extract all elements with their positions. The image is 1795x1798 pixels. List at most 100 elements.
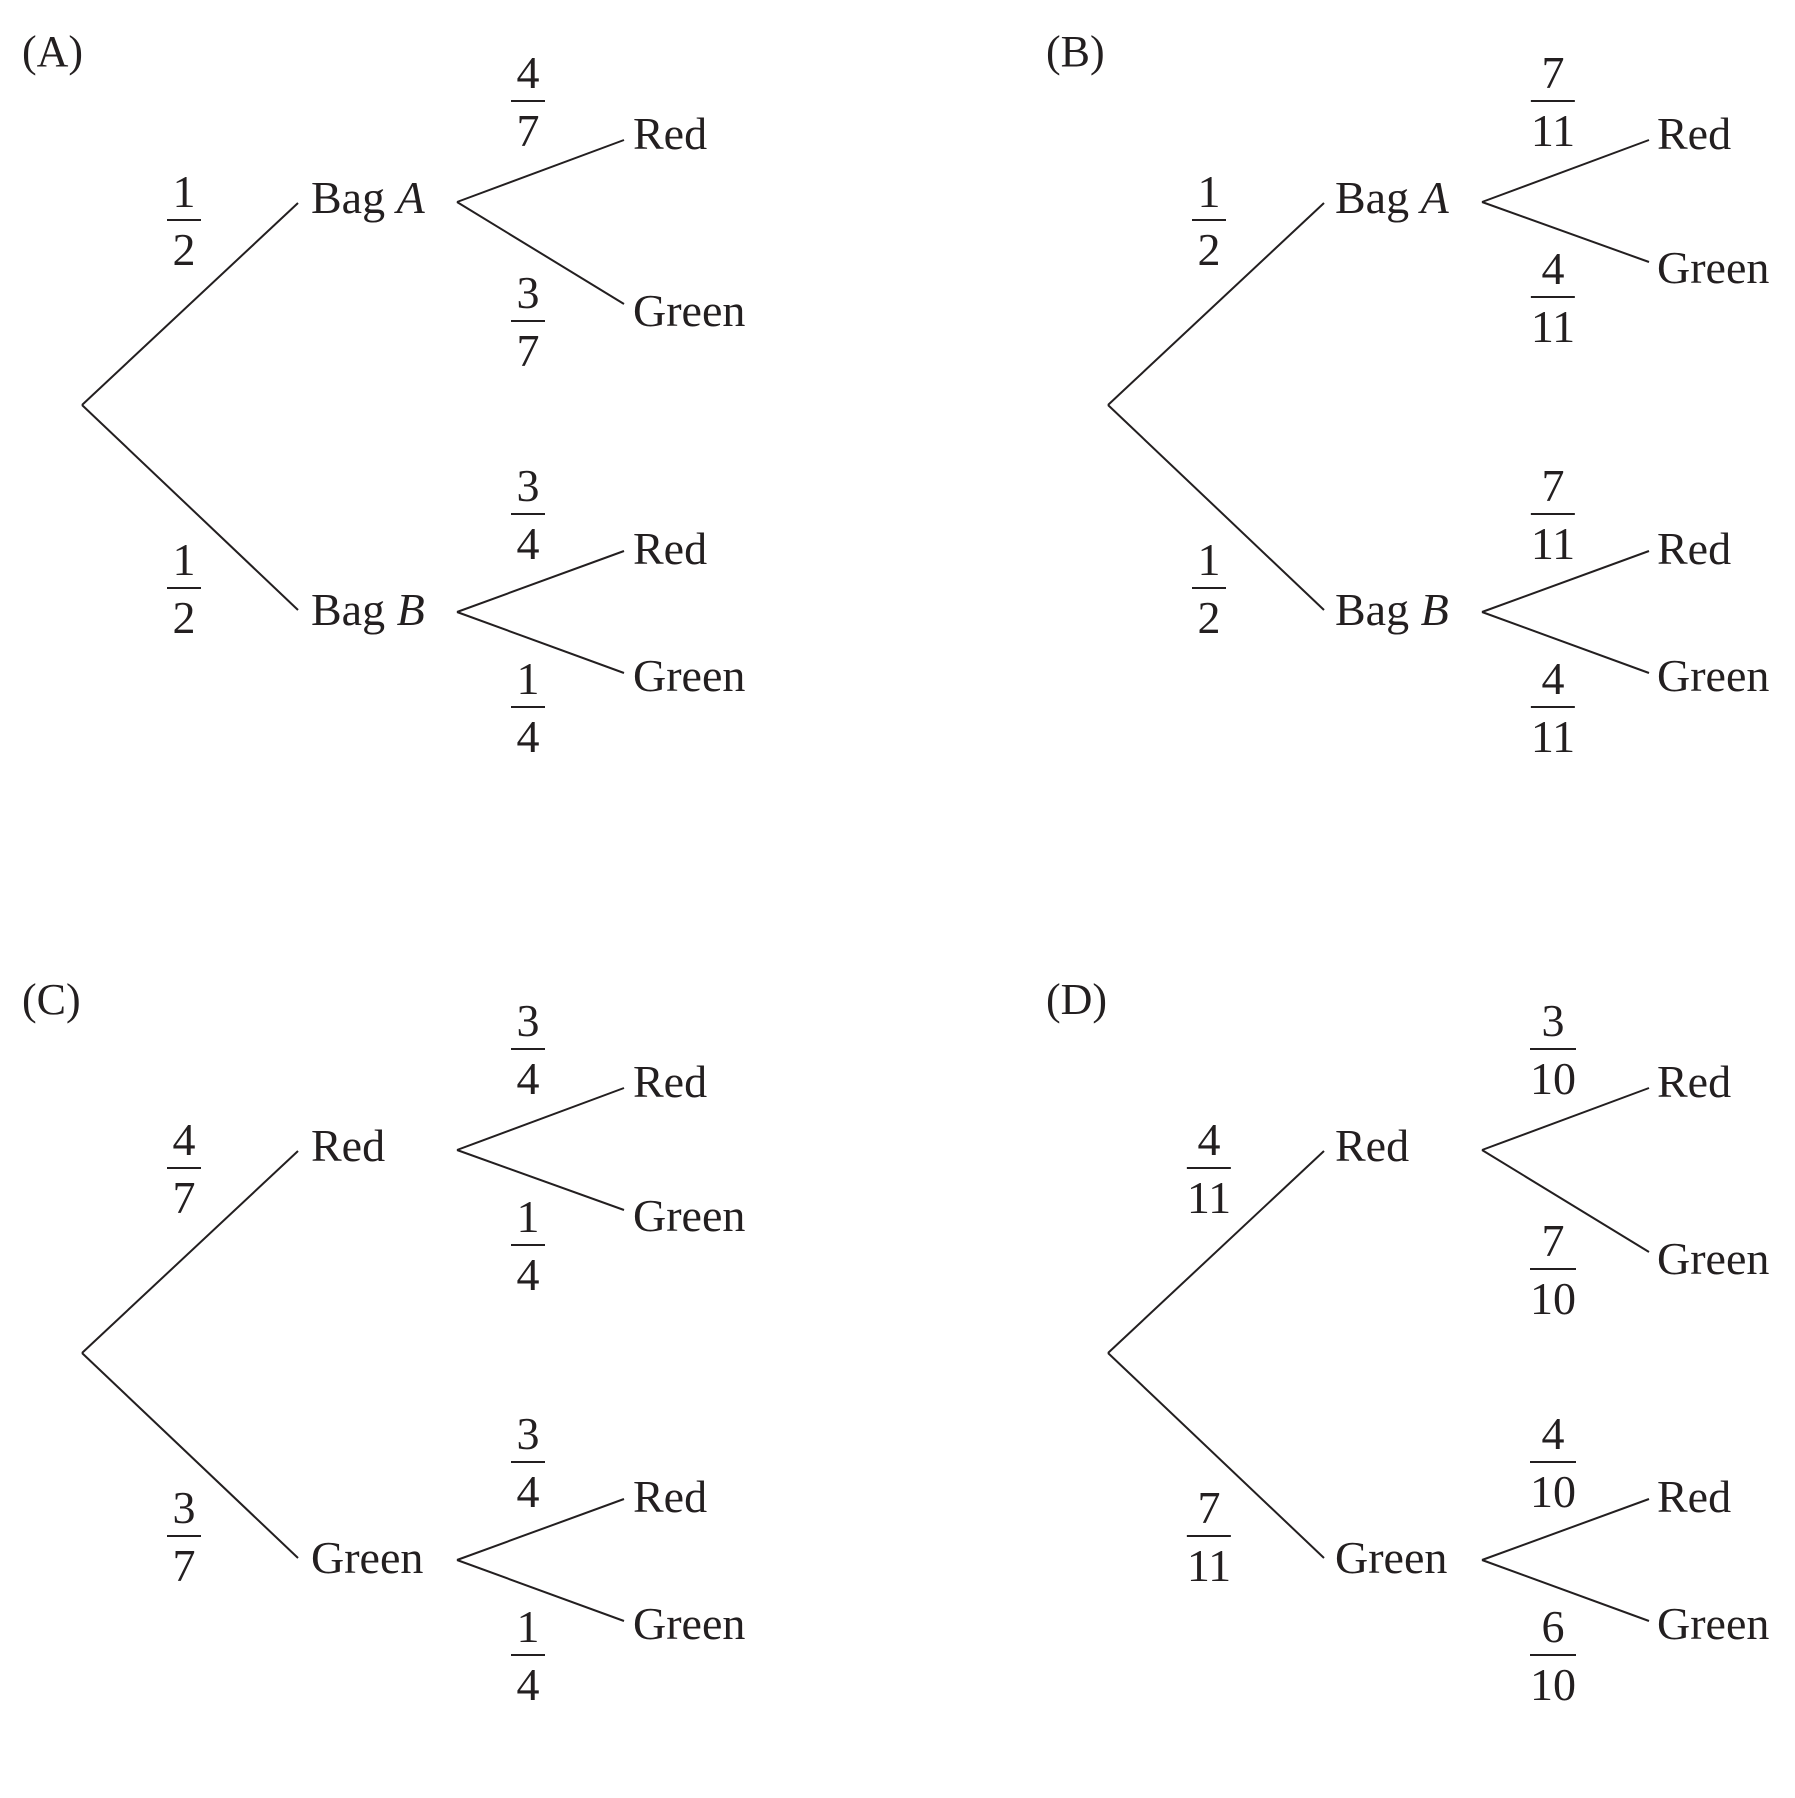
first-stage-node: Bag B — [1335, 587, 1449, 633]
denominator: 2 — [1197, 592, 1221, 643]
outcome-label: Red — [633, 1471, 708, 1522]
panel-label: (B) — [1046, 27, 1105, 76]
fraction-bar — [511, 1048, 545, 1050]
denominator: 4 — [516, 711, 540, 762]
denominator: 11 — [1530, 301, 1576, 352]
tree-branches — [81, 139, 625, 674]
tree-branches — [1107, 139, 1650, 674]
numerator: 1 — [172, 166, 196, 217]
numerator: 3 — [516, 460, 540, 511]
fraction-bar — [1530, 1654, 1576, 1656]
branch-line — [1481, 139, 1650, 203]
outcome-label: Green — [633, 1598, 746, 1649]
branch-line — [456, 1498, 625, 1561]
denominator: 10 — [1530, 1273, 1576, 1324]
denominator: 11 — [1530, 105, 1576, 156]
fraction-bar — [1186, 1167, 1232, 1169]
panel-label: (C) — [22, 975, 81, 1024]
fraction-bar — [1530, 706, 1576, 708]
numerator: 1 — [516, 1601, 540, 1652]
branch-line — [456, 1149, 625, 1211]
numerator: 6 — [1541, 1601, 1565, 1652]
branch-line — [81, 1150, 299, 1354]
branch-line — [1481, 1149, 1650, 1253]
first-stage-node: Bag A — [311, 175, 425, 221]
first-stage-node: Bag B — [311, 587, 425, 633]
denominator: 10 — [1530, 1053, 1576, 1104]
branch-line — [456, 139, 625, 203]
numerator: 3 — [516, 1408, 540, 1459]
branch-line — [1481, 1498, 1650, 1561]
denominator: 11 — [1530, 518, 1576, 569]
branch-line — [1481, 201, 1650, 263]
outcome-label: Red — [1657, 1471, 1732, 1522]
numerator: 1 — [1197, 534, 1221, 585]
denominator: 7 — [516, 105, 540, 156]
branch-line — [456, 611, 625, 674]
outcome-label: Red — [1657, 523, 1732, 574]
numerator: 1 — [1197, 166, 1221, 217]
node-label: Red — [1335, 1120, 1410, 1171]
numerator: 7 — [1541, 47, 1565, 98]
node-label: Red — [311, 1120, 386, 1171]
outcome-label: Red — [1657, 108, 1732, 159]
branch-line — [1107, 404, 1325, 611]
first-stage-node: Red — [1335, 1123, 1409, 1169]
branch-line — [456, 550, 625, 613]
node-italic-label: A — [1420, 172, 1449, 223]
outcome-label: Red — [1657, 1056, 1732, 1107]
numerator: 3 — [516, 267, 540, 318]
denominator: 7 — [516, 325, 540, 376]
node-italic-label: B — [1420, 584, 1449, 635]
node-label: Green — [1335, 1532, 1448, 1583]
fraction-bar — [1530, 1048, 1576, 1050]
node-label: Bag — [311, 584, 386, 635]
fraction-bar — [1530, 1268, 1576, 1270]
fraction-bar — [1192, 219, 1226, 221]
denominator: 11 — [1530, 711, 1576, 762]
fraction-bar — [167, 1535, 201, 1537]
fraction-bar — [167, 587, 201, 589]
first-stage-node: Bag A — [1335, 175, 1449, 221]
denominator: 10 — [1530, 1466, 1576, 1517]
numerator: 4 — [1541, 243, 1565, 294]
denominator: 4 — [516, 1249, 540, 1300]
tree-branches — [1107, 1087, 1650, 1622]
branch-line — [1481, 611, 1650, 674]
branch-line — [1481, 550, 1650, 613]
panel-label: (D) — [1046, 975, 1108, 1024]
fraction-bar — [1186, 1535, 1232, 1537]
node-label: Bag — [311, 172, 386, 223]
branch-line — [456, 1087, 625, 1151]
denominator: 7 — [172, 1172, 196, 1223]
numerator: 7 — [1541, 460, 1565, 511]
numerator: 3 — [516, 995, 540, 1046]
branch-line — [1107, 1150, 1325, 1354]
denominator: 4 — [516, 1659, 540, 1710]
fraction-bar — [511, 320, 545, 322]
denominator: 4 — [516, 1466, 540, 1517]
numerator: 1 — [172, 534, 196, 585]
denominator: 10 — [1530, 1659, 1576, 1710]
branch-line — [81, 404, 299, 611]
outcome-label: Green — [1657, 242, 1770, 293]
panel-label: (A) — [22, 27, 84, 76]
numerator: 7 — [1541, 1215, 1565, 1266]
numerator: 1 — [516, 653, 540, 704]
